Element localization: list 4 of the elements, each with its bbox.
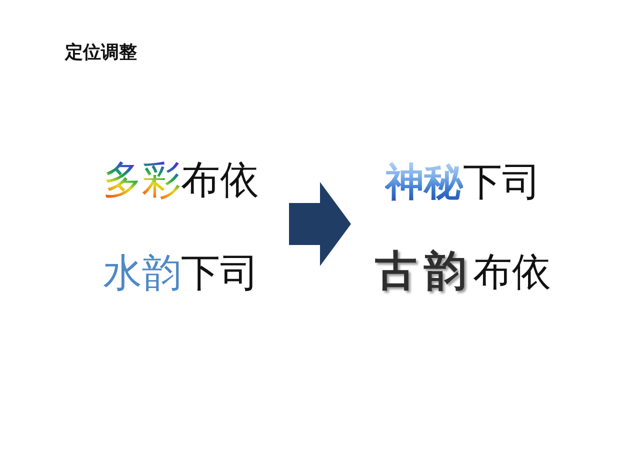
word-art-text: 水韵下司 <box>103 254 259 293</box>
word-art-text: 古韵布依 <box>375 250 551 292</box>
word-art-text: 多彩布依 <box>103 161 259 200</box>
title-text: 定位调整 <box>65 44 137 62</box>
